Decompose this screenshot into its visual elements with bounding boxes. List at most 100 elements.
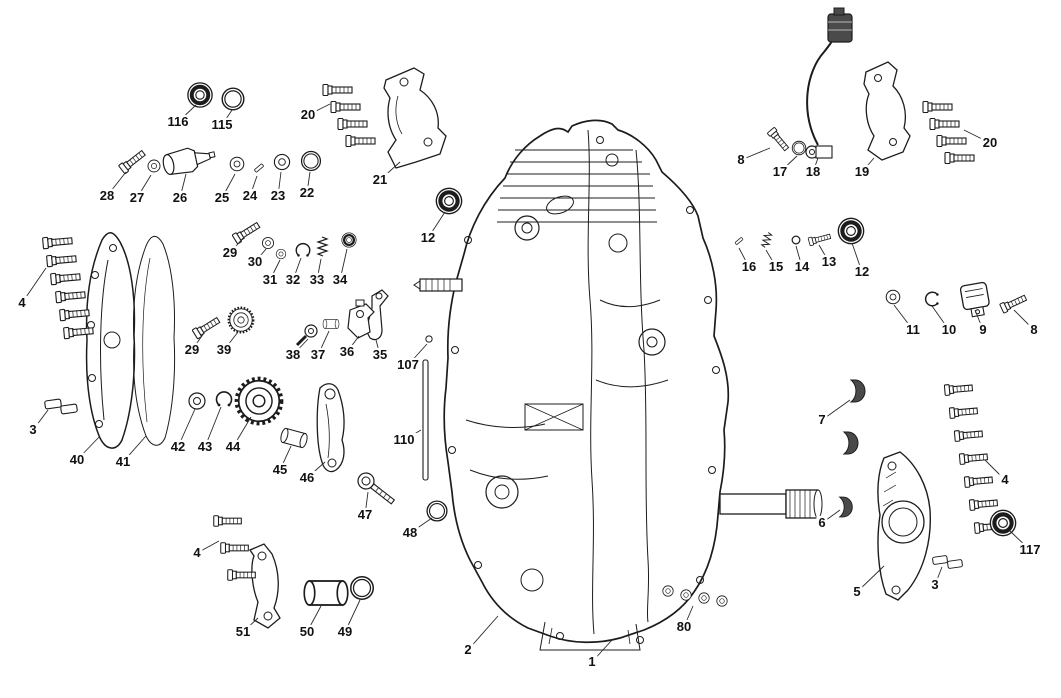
callout-3: 3 <box>27 421 39 438</box>
part-washer-icon <box>885 289 901 305</box>
part-seal-icon <box>185 80 215 110</box>
callout-21: 21 <box>370 171 390 188</box>
callout-6: 6 <box>816 514 828 531</box>
part-bolt-icon <box>345 134 376 148</box>
eye-bolt-38 <box>295 324 318 347</box>
output-shaft <box>719 489 823 519</box>
part-seal-icon <box>434 186 465 217</box>
part-bolt-icon <box>766 126 791 153</box>
part-washer-icon <box>698 592 710 604</box>
part-bolt-icon <box>118 148 148 175</box>
part-bolt-icon <box>953 428 984 442</box>
part-ball-icon <box>425 335 433 343</box>
part-oring-icon <box>426 500 448 522</box>
part-oring-icon <box>791 140 807 156</box>
part-plate-icon <box>946 558 964 570</box>
callout-15: 15 <box>766 258 786 275</box>
callout-12: 12 <box>852 263 872 280</box>
part-oring-icon <box>221 87 245 111</box>
callout-39: 39 <box>214 341 234 358</box>
callout-46: 46 <box>297 469 317 486</box>
push-rod-110 <box>422 359 429 481</box>
part-bolt-icon <box>999 292 1029 314</box>
part-washer-icon <box>188 392 206 410</box>
part-cyl-icon <box>303 580 349 606</box>
callout-38: 38 <box>283 346 303 363</box>
part-washer-icon <box>147 159 161 173</box>
part-bolt-icon <box>929 117 960 131</box>
part-bolt-icon <box>322 83 353 97</box>
part-oring-icon <box>300 150 322 172</box>
part-bush-icon <box>839 496 853 518</box>
flange-bolt-holes <box>448 136 720 644</box>
callout-34: 34 <box>330 271 350 288</box>
callout-116: 116 <box>165 113 191 130</box>
callout-30: 30 <box>245 253 265 270</box>
part-washer-icon <box>273 153 291 171</box>
callout-8: 8 <box>735 151 747 168</box>
part-washer-icon <box>716 595 728 607</box>
callout-33: 33 <box>307 271 327 288</box>
part-clip-icon <box>924 291 940 307</box>
cooling-fins <box>497 149 657 223</box>
callout-45: 45 <box>270 461 290 478</box>
callout-20: 20 <box>980 134 1000 151</box>
callout-4: 4 <box>191 544 203 561</box>
callout-50: 50 <box>297 623 317 640</box>
callout-25: 25 <box>212 189 232 206</box>
callout-5: 5 <box>851 583 863 600</box>
callout-13: 13 <box>819 253 839 270</box>
callout-4: 4 <box>999 471 1011 488</box>
callout-4: 4 <box>16 294 28 311</box>
callout-27: 27 <box>127 189 147 206</box>
part-bolt-icon <box>943 382 974 396</box>
part-bolt-icon <box>963 474 994 488</box>
part-gear-icon <box>234 376 284 426</box>
callout-80: 80 <box>674 618 694 635</box>
part-spring-icon <box>760 231 773 249</box>
bracket-51 <box>249 543 281 629</box>
callout-18: 18 <box>803 163 823 180</box>
callout-9: 9 <box>977 321 989 338</box>
gasket-41 <box>133 235 176 446</box>
part-pin-icon <box>253 163 265 173</box>
callout-16: 16 <box>739 258 759 275</box>
part-pin-icon <box>734 236 744 246</box>
part-bolt-icon <box>59 306 90 322</box>
part-bolt-icon <box>227 569 256 581</box>
part-bolt-icon <box>330 100 361 114</box>
mounting-foot <box>539 621 641 651</box>
input-shaft <box>413 278 463 292</box>
part-bolt-icon <box>807 231 832 247</box>
part-plate-icon <box>931 554 949 566</box>
part-bolt-icon <box>231 219 262 245</box>
part-clip-icon <box>215 391 233 408</box>
callout-14: 14 <box>792 258 812 275</box>
callout-22: 22 <box>297 184 317 201</box>
part-clip-icon <box>295 242 311 258</box>
bracket-19 <box>863 61 911 161</box>
callout-17: 17 <box>770 163 790 180</box>
callout-40: 40 <box>67 451 87 468</box>
callout-48: 48 <box>400 524 420 541</box>
callout-43: 43 <box>195 438 215 455</box>
sensor-18-with-cable <box>805 7 853 159</box>
part-washer-icon <box>275 248 287 260</box>
callout-31: 31 <box>260 271 280 288</box>
part-cyl-icon <box>278 427 310 449</box>
callout-117: 117 <box>1017 541 1043 558</box>
part-spring-icon <box>317 236 328 257</box>
part-bush-icon <box>850 379 866 403</box>
callout-11: 11 <box>904 321 922 338</box>
chain-guide-5 <box>877 451 932 601</box>
part-washer-icon <box>229 156 245 172</box>
callout-29: 29 <box>182 341 202 358</box>
callout-8: 8 <box>1028 321 1040 338</box>
callout-3: 3 <box>929 576 941 593</box>
callout-29: 29 <box>220 244 240 261</box>
part-bigbolt-icon <box>354 469 399 509</box>
part-plate-icon <box>43 398 63 410</box>
part-washer-icon <box>662 585 674 597</box>
part-bolt-icon <box>42 234 73 250</box>
